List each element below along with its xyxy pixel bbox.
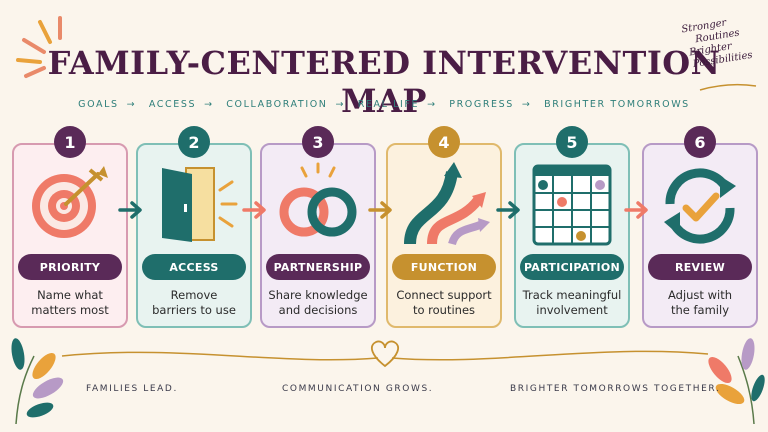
- heart-line-decoration: [61, 340, 709, 368]
- desc-line: Name what: [37, 288, 103, 302]
- leaves-right-decoration-icon: [708, 338, 765, 425]
- flow-item: PROGRESS: [449, 99, 514, 110]
- step-label-pill: REVIEW: [648, 254, 752, 280]
- page-title: FAMILY-CENTERED INTERVENTION MAP: [47, 44, 721, 120]
- step-description: Connect support to routines: [386, 288, 502, 318]
- step-label-pill: PRIORITY: [18, 254, 122, 280]
- sunburst-decoration-icon: [16, 16, 62, 78]
- step-description: Name what matters most: [12, 288, 128, 318]
- flow-arrow: →: [335, 99, 346, 110]
- footer-left-text: FAMILIES LEAD.: [86, 384, 178, 394]
- calendar-icon: [532, 164, 612, 246]
- step-number-badge: 2: [178, 126, 210, 158]
- step-label-pill: FUNCTION: [392, 254, 496, 280]
- flow-item: COLLABORATION: [226, 99, 328, 110]
- desc-line: Remove: [170, 288, 218, 302]
- arrow-right-icon: [118, 201, 142, 219]
- desc-line: matters most: [31, 303, 109, 317]
- flow-arrow: →: [126, 99, 137, 110]
- flow-item: BRIGHTER TOMORROWS: [544, 99, 690, 110]
- flow-arrow: →: [427, 99, 437, 110]
- desc-line: involvement: [536, 303, 608, 317]
- flow-arrow: →: [521, 99, 532, 110]
- desc-line: Connect support: [396, 288, 492, 302]
- desc-line: Track meaningful: [522, 288, 622, 302]
- step-card-partnership: [260, 143, 376, 328]
- footer-center-text: COMMUNICATION GROWS.: [282, 384, 434, 394]
- step-number-badge: 3: [302, 126, 334, 158]
- arrow-right-icon: [368, 201, 392, 219]
- leaves-left-decoration-icon: [11, 338, 64, 425]
- footer-right-text: BRIGHTER TOMORROWS TOGETHER.: [510, 384, 721, 394]
- step-number-badge: 4: [428, 126, 460, 158]
- step-label-pill: ACCESS: [142, 254, 246, 280]
- desc-line: barriers to use: [152, 303, 236, 317]
- desc-line: and decisions: [278, 303, 358, 317]
- desc-line: to routines: [412, 303, 476, 317]
- linked-rings-icon: [279, 162, 357, 237]
- flow-arrow: →: [204, 99, 214, 110]
- desc-line: Adjust with: [667, 288, 732, 302]
- desc-line: Share knowledge: [268, 288, 368, 302]
- arrow-right-icon: [496, 201, 520, 219]
- step-description: Adjust with the family: [642, 288, 758, 318]
- step-description: Track meaningful involvement: [514, 288, 630, 318]
- step-card-function: [386, 143, 502, 328]
- step-number-badge: 1: [54, 126, 86, 158]
- step-number-badge: 6: [684, 126, 716, 158]
- flow-item: ACCESS: [148, 99, 197, 110]
- target-icon: [32, 166, 108, 238]
- flow-item: REAL LIFE: [357, 99, 420, 110]
- flow-item: GOALS: [78, 99, 119, 110]
- step-number-badge: 5: [556, 126, 588, 158]
- paths-icon: [404, 162, 490, 246]
- step-description: Share knowledge and decisions: [260, 288, 376, 318]
- flow-breadcrumb: GOALS → ACCESS → COLLABORATION → REAL LIFE →…: [0, 99, 768, 110]
- desc-line: the family: [670, 303, 730, 317]
- refresh-check-icon: [664, 168, 736, 244]
- tagline-underline: [699, 83, 757, 91]
- step-label-pill: PARTICIPATION: [520, 254, 624, 280]
- door-icon: [162, 167, 238, 242]
- arrow-right-icon: [624, 201, 648, 219]
- step-label-pill: PARTNERSHIP: [266, 254, 370, 280]
- step-description: Remove barriers to use: [136, 288, 252, 318]
- arrow-right-icon: [242, 201, 266, 219]
